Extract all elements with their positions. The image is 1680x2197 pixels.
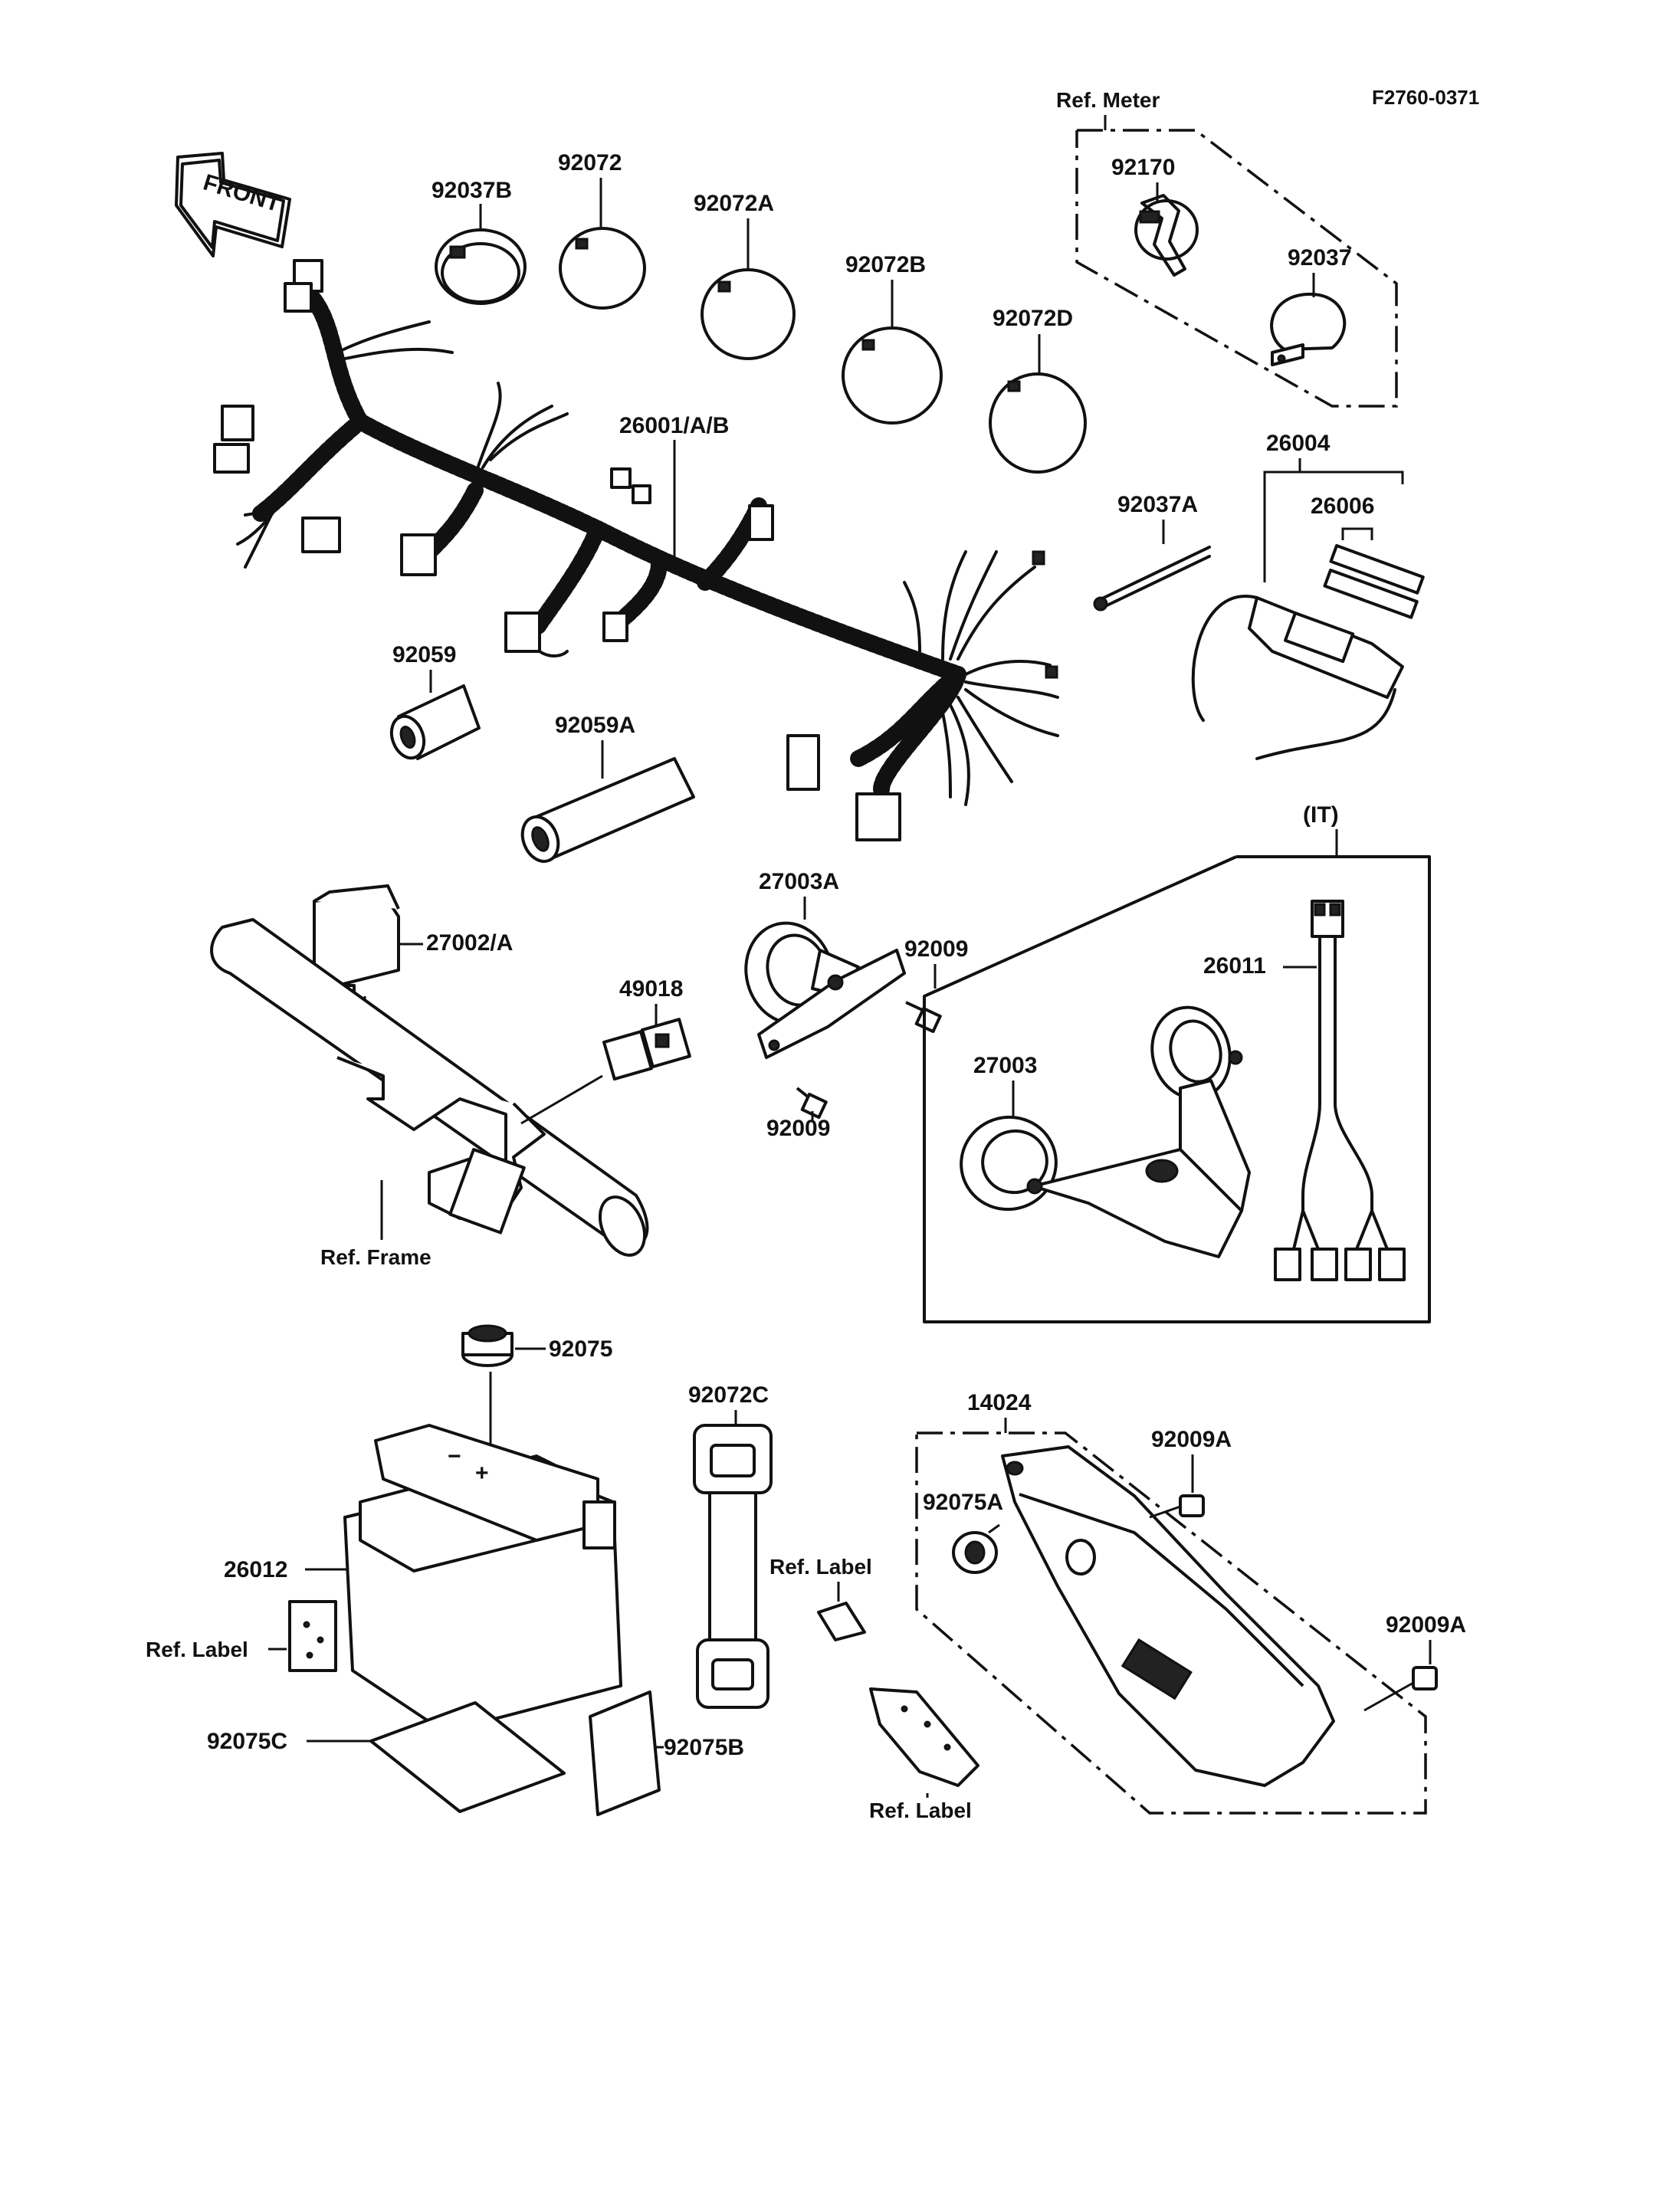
clamp-92037 bbox=[1270, 292, 1347, 366]
band-92037B bbox=[435, 228, 527, 305]
label-92170: 92170 bbox=[1111, 155, 1175, 180]
battery-26012: − + bbox=[343, 1424, 622, 1733]
band-92072D bbox=[989, 372, 1087, 474]
label-92075A: 92075A bbox=[923, 1490, 1003, 1515]
label-92037B: 92037B bbox=[431, 178, 512, 203]
grommet-92075A bbox=[952, 1531, 998, 1574]
battery-plus-mark: + bbox=[475, 1461, 489, 1486]
main-harness-26001 bbox=[213, 259, 1059, 841]
diagram-code: F2760-0371 bbox=[1372, 86, 1479, 109]
label-26001: 26001/A/B bbox=[619, 413, 729, 438]
ref-label-strap: Ref. Label bbox=[769, 1555, 872, 1579]
ref-it-label: (IT) bbox=[1303, 802, 1339, 828]
sleeve-92059A bbox=[520, 757, 695, 864]
front-arrow-icon: FRONT bbox=[175, 152, 291, 257]
label-92075B: 92075B bbox=[664, 1735, 744, 1760]
ref-label-battery: Ref. Label bbox=[146, 1638, 248, 1661]
strap-label-sticker bbox=[817, 1602, 866, 1641]
label-27002: 27002/A bbox=[426, 930, 513, 956]
label-92075: 92075 bbox=[549, 1336, 612, 1362]
label-26012: 26012 bbox=[224, 1557, 287, 1582]
label-92059A: 92059A bbox=[555, 713, 635, 738]
pad-92075C bbox=[369, 1701, 566, 1813]
bolt-92009A-top bbox=[1149, 1494, 1205, 1519]
ref-meter-label: Ref. Meter bbox=[1056, 88, 1160, 112]
label-92072A: 92072A bbox=[694, 191, 774, 216]
fusebox-26004 bbox=[1191, 595, 1404, 760]
pad-92075B bbox=[589, 1690, 661, 1816]
label-26004: 26004 bbox=[1266, 431, 1331, 456]
relay-bracket bbox=[336, 1056, 546, 1235]
label-92009-top: 92009 bbox=[904, 936, 968, 962]
label-26011: 26011 bbox=[1203, 953, 1266, 979]
battery-label-sticker bbox=[288, 1600, 337, 1672]
label-92059: 92059 bbox=[392, 642, 456, 667]
label-92009A-right: 92009A bbox=[1386, 1612, 1466, 1638]
strap-92072C bbox=[693, 1424, 773, 1709]
band-92072B bbox=[842, 326, 943, 425]
horn-27003-pair bbox=[960, 1005, 1251, 1258]
label-27003A: 27003A bbox=[759, 869, 839, 894]
band-92037A bbox=[1093, 546, 1211, 612]
label-92009A-top: 92009A bbox=[1151, 1427, 1232, 1452]
label-27003: 27003 bbox=[973, 1053, 1037, 1078]
label-92037A: 92037A bbox=[1117, 492, 1198, 517]
label-26006: 26006 bbox=[1311, 494, 1374, 519]
bolt-92009A-right bbox=[1363, 1666, 1438, 1712]
sleeve-92059 bbox=[389, 684, 481, 760]
horn-27003A bbox=[744, 921, 906, 1059]
cap-92075 bbox=[461, 1324, 514, 1367]
label-49018: 49018 bbox=[619, 976, 683, 1002]
horn-lead-26011 bbox=[1274, 900, 1406, 1281]
battery-case-14024 bbox=[1001, 1445, 1335, 1787]
bottom-label-sticker bbox=[869, 1687, 979, 1787]
band-92072A bbox=[701, 268, 796, 360]
ref-label-bottom: Ref. Label bbox=[869, 1799, 972, 1822]
label-92072C: 92072C bbox=[688, 1382, 769, 1408]
label-92072D: 92072D bbox=[993, 306, 1073, 331]
label-92009-bottom: 92009 bbox=[766, 1116, 830, 1141]
label-14024: 14024 bbox=[967, 1390, 1032, 1415]
bolt-92009-bottom bbox=[796, 1087, 828, 1120]
label-92072B: 92072B bbox=[845, 252, 926, 277]
label-92075C: 92075C bbox=[207, 1729, 287, 1754]
clamp-92170 bbox=[1134, 194, 1199, 277]
connector-49018 bbox=[602, 1018, 691, 1081]
ref-frame-label: Ref. Frame bbox=[320, 1245, 431, 1269]
battery-minus-mark: − bbox=[448, 1444, 461, 1469]
label-92037: 92037 bbox=[1288, 245, 1351, 271]
fuse-26006 bbox=[1323, 544, 1425, 619]
band-92072 bbox=[559, 227, 646, 310]
label-92072: 92072 bbox=[558, 150, 622, 175]
